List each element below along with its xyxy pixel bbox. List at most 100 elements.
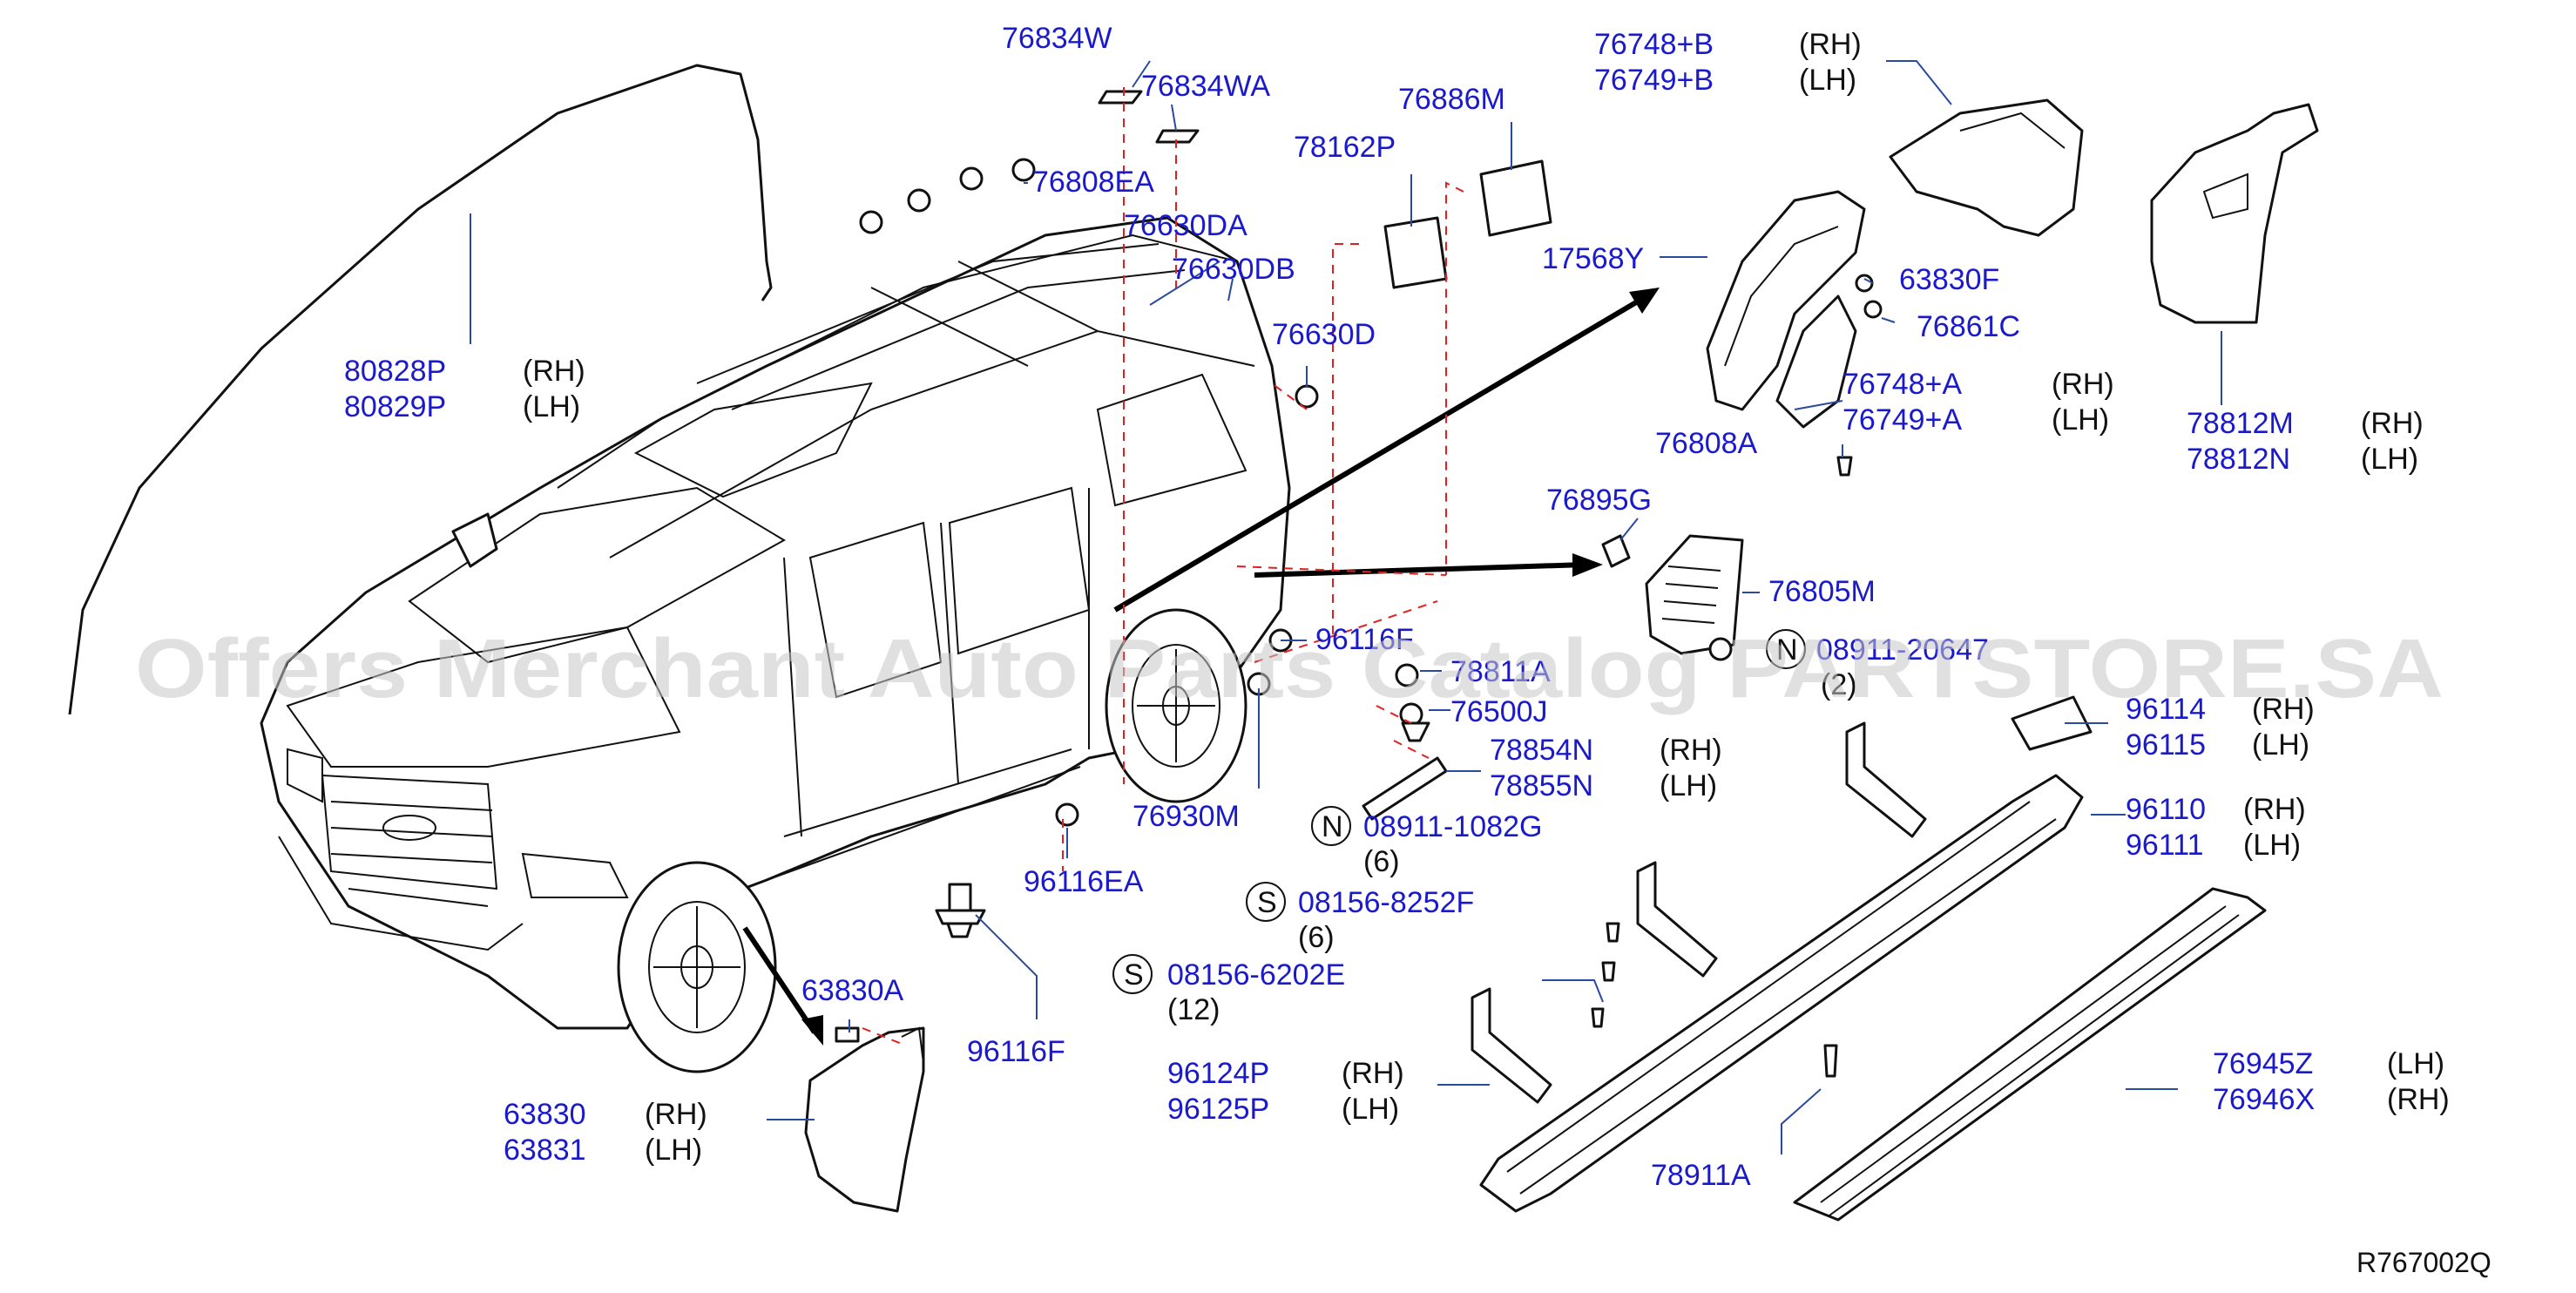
bolt-63830f: [1855, 274, 1874, 293]
sticker-76886m: [1479, 159, 1552, 237]
mud-flap-rear: [2150, 103, 2319, 324]
fender-liner-76748a: [1775, 294, 1857, 429]
step-cover-96114: [2011, 695, 2093, 751]
fastener-qty-3: (12): [1167, 993, 1220, 1026]
callout-76945z: 76945Z: [2213, 1047, 2313, 1080]
callout-76946x: 76946X: [2213, 1083, 2315, 1116]
side-96115: (LH): [2252, 728, 2309, 762]
callout-76500j: 76500J: [1450, 695, 1548, 728]
side-96114: (RH): [2252, 693, 2315, 726]
fastener-qty-4: (2): [1821, 668, 1857, 701]
screw-78911a: [1823, 1044, 1838, 1078]
clips-upper: [859, 90, 1423, 827]
bracket-2: [1636, 861, 1718, 978]
side-78812m: (RH): [2361, 407, 2424, 440]
callout-96114: 96114: [2126, 693, 2206, 726]
callout-76630da: 76630DA: [1124, 209, 1247, 242]
bracket-1: [1845, 721, 1927, 838]
callout-76748a: 76748+A: [1842, 368, 1962, 401]
callout-17568y: 17568Y: [1542, 242, 1644, 275]
pointer-arrows: [742, 288, 1660, 1046]
callout-96125p: 96125P: [1167, 1093, 1269, 1126]
side-76749a: (LH): [2052, 403, 2109, 437]
side-63831: (LH): [645, 1134, 702, 1167]
callout-78911a: 78911A: [1651, 1159, 1751, 1192]
side-80828p: (RH): [523, 355, 585, 388]
callout-96115: 96115: [2126, 728, 2206, 762]
callout-78854n: 78854N: [1490, 734, 1593, 767]
screw-s1: [1606, 922, 1620, 943]
callout-80829p: 80829P: [344, 390, 446, 423]
callout-78812n: 78812N: [2187, 443, 2290, 476]
screw-s3: [1591, 1007, 1605, 1028]
bolt-76861c: [1863, 300, 1883, 319]
fastener-qty-2: (6): [1298, 921, 1335, 954]
callout-78811a: 78811A: [1450, 655, 1551, 688]
callout-63830a: 63830A: [801, 974, 904, 1007]
diagram-reference: R767002Q: [2356, 1247, 2491, 1278]
callout-78162p: 78162P: [1294, 131, 1396, 164]
prefix-letter: S: [1257, 886, 1277, 919]
leader-lines: [470, 60, 2222, 1154]
side-76749b: (LH): [1799, 64, 1856, 97]
callout-76834w: 76834W: [1002, 22, 1112, 55]
side-76748a: (RH): [2052, 368, 2114, 401]
side-96110: (RH): [2243, 793, 2306, 826]
callout-96116f-upper: 96116F: [1315, 623, 1414, 656]
fender-liner-17568y: [1706, 190, 1866, 411]
callout-76630d: 76630D: [1272, 318, 1376, 351]
callout-76805m: 76805M: [1768, 575, 1876, 608]
bracket-3: [1471, 987, 1552, 1104]
clip-76500j: [1401, 721, 1430, 742]
side-78812n: (LH): [2361, 443, 2418, 476]
callout-78812m: 78812M: [2187, 407, 2294, 440]
callout-76834wa: 76834WA: [1141, 70, 1270, 103]
roof-weatherstrip: [68, 64, 773, 715]
vent-76805m: [1601, 534, 1744, 661]
callout-80828p: 80828P: [344, 355, 446, 388]
side-80829p: (LH): [523, 390, 580, 423]
fastener-code-3: 08156-6202E: [1167, 958, 1345, 992]
callout-76748b: 76748+B: [1594, 28, 1714, 61]
running-board: [1479, 774, 2084, 1213]
prefix-letter: N: [1322, 810, 1343, 843]
callout-96124p: 96124P: [1167, 1057, 1269, 1090]
side-76946x: (RH): [2387, 1083, 2450, 1116]
sticker-78162p: [1383, 216, 1448, 289]
callout-76808a: 76808A: [1655, 427, 1758, 460]
callout-76749b: 76749+B: [1594, 64, 1714, 97]
prefix-letter: S: [1124, 958, 1144, 992]
callout-78855n: 78855N: [1490, 769, 1593, 802]
callout-76886m: 76886M: [1398, 83, 1505, 116]
fastener-code-1: 08911-1082G: [1363, 810, 1542, 843]
side-76945z: (LH): [2387, 1047, 2444, 1080]
clip-96116f: [935, 883, 986, 938]
callout-96110: 96110: [2126, 793, 2206, 826]
mud-flap-front: [804, 1026, 925, 1213]
callout-96116f-lower: 96116F: [967, 1035, 1065, 1068]
callout-63830: 63830: [504, 1098, 586, 1131]
prefix-circle-n: [1766, 629, 1806, 669]
side-96111: (LH): [2243, 829, 2301, 862]
step-pad: [1793, 887, 2267, 1222]
callout-76808ea: 76808EA: [1032, 166, 1154, 199]
screw-s2: [1601, 961, 1616, 982]
fastener-callouts: N 08911-1082G (6) S 08156-8252F (6) S 08…: [1112, 629, 1989, 1026]
fender-liner-76748b: [1889, 98, 2084, 237]
callout-63830f: 63830F: [1899, 263, 1999, 296]
prefix-circle-n: [1311, 806, 1351, 846]
prefix-letter: N: [1776, 633, 1798, 667]
callout-96116ea: 96116EA: [1024, 865, 1144, 898]
side-76748b: (RH): [1799, 28, 1862, 61]
side-78854n: (RH): [1660, 734, 1722, 767]
vehicle-illustration: [260, 216, 1291, 1073]
side-96125p: (LH): [1342, 1093, 1399, 1126]
bolt-76808a: [1836, 456, 1853, 477]
part-labels: 76834W 76834WA 76808EA 76630DA 76630DB 7…: [344, 22, 2450, 1192]
fastener-code-4: 08911-20647: [1816, 633, 1989, 667]
callout-96111: 96111: [2126, 829, 2204, 862]
side-96124p: (RH): [1342, 1057, 1404, 1090]
fastener-qty-1: (6): [1363, 845, 1400, 878]
callout-76749a: 76749+A: [1842, 403, 1962, 437]
